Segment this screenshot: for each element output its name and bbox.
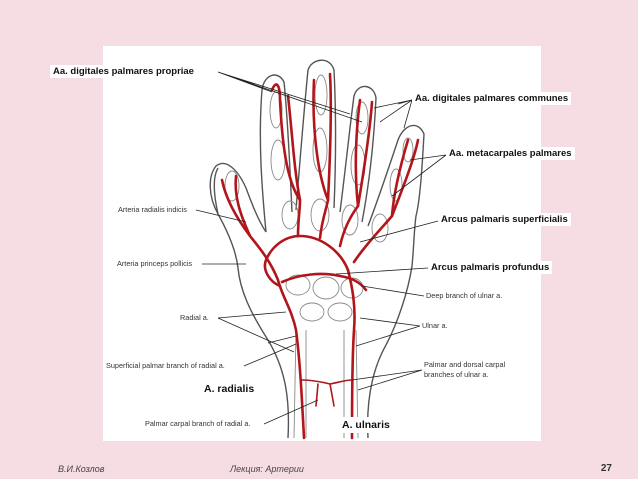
label-digitales-communes: Aa. digitales palmares communes	[412, 92, 572, 105]
hand-outline	[209, 59, 425, 439]
label-digitales-propriae: Aa. digitales palmares propriae	[50, 65, 197, 78]
leader-lines	[195, 71, 447, 425]
footer-lecture: Лекция: Артерии	[230, 464, 304, 474]
hand-arteries-figure	[103, 46, 541, 441]
label-carpal-branches-1: Palmar and dorsal carpal	[424, 360, 506, 369]
label-princeps-pollicis: Arteria princeps pollicis	[117, 259, 193, 268]
label-ulnar-a: Ulnar a.	[422, 321, 448, 330]
label-carpal-branches-2: branches of ulnar a.	[424, 370, 489, 379]
label-arcus-superficialis: Arcus palmaris superficialis	[438, 213, 571, 226]
label-radial-a: Radial a.	[180, 313, 209, 322]
page-number: 27	[600, 463, 612, 474]
label-a-radialis: A. radialis	[199, 381, 260, 397]
label-superficial-palmar-branch: Superficial palmar branch of radial a.	[106, 361, 225, 370]
label-a-ulnaris: A. ulnaris	[337, 417, 395, 433]
label-metacarpales: Aa. metacarpales palmares	[446, 147, 575, 160]
label-deep-branch-ulnar: Deep branch of ulnar a.	[426, 291, 503, 300]
label-radialis-indicis: Arteria radialis indicis	[118, 205, 187, 214]
footer-author: В.И.Козлов	[58, 464, 105, 474]
label-palmar-carpal-branch: Palmar carpal branch of radial a.	[145, 419, 251, 428]
label-arcus-profundus: Arcus palmaris profundus	[428, 261, 553, 274]
arteries	[220, 72, 420, 440]
